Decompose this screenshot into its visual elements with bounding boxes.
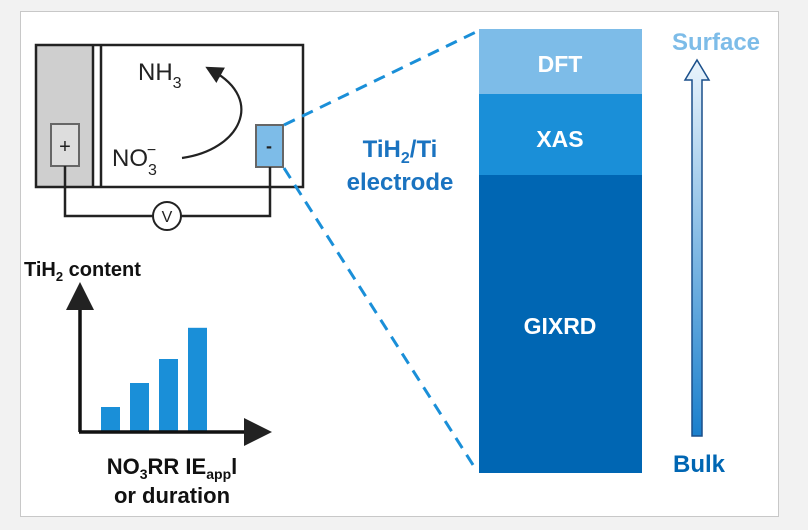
- layer-dft: [479, 29, 642, 95]
- anode-electrode: [50, 123, 80, 167]
- zoom-line-bottom: [282, 167, 477, 469]
- electrode-label-line2: electrode: [347, 169, 454, 196]
- voltmeter-label: V: [162, 209, 173, 226]
- zoom-line-top: [283, 29, 479, 127]
- layer-dft-label: DFT: [538, 51, 583, 77]
- bulk-label: Bulk: [673, 451, 726, 478]
- layer-xas-label: XAS: [536, 126, 583, 152]
- chart-ylabel: TiH2 content: [24, 259, 141, 284]
- chart-xlabel-line2: or duration: [114, 483, 230, 508]
- cathode-sign: -: [266, 136, 272, 156]
- layer-xas: [479, 94, 642, 176]
- bar-4: [188, 327, 207, 431]
- reactant-label: NO3−: [112, 142, 157, 179]
- product-label: NH3: [138, 59, 182, 92]
- anode-sign: +: [59, 136, 71, 158]
- voltmeter-icon: [152, 201, 182, 231]
- cathode-electrode: [255, 124, 284, 168]
- chart-xlabel-line1: NO3RR IEappl: [107, 454, 238, 482]
- bar-1: [101, 407, 120, 431]
- electrochemical-cell: + - V NH3 NO3−: [34, 43, 305, 231]
- electrode-label-line1: TiH2/Ti: [363, 136, 438, 167]
- layer-gixrd: [479, 175, 642, 473]
- bar-3: [159, 359, 178, 431]
- bar-2: [130, 383, 149, 431]
- surface-arrow-icon: [683, 58, 711, 437]
- bar-series: [101, 327, 207, 431]
- surface-label: Surface: [672, 29, 760, 56]
- layer-gixrd-label: GIXRD: [524, 313, 597, 339]
- reaction-arrow: [181, 66, 243, 160]
